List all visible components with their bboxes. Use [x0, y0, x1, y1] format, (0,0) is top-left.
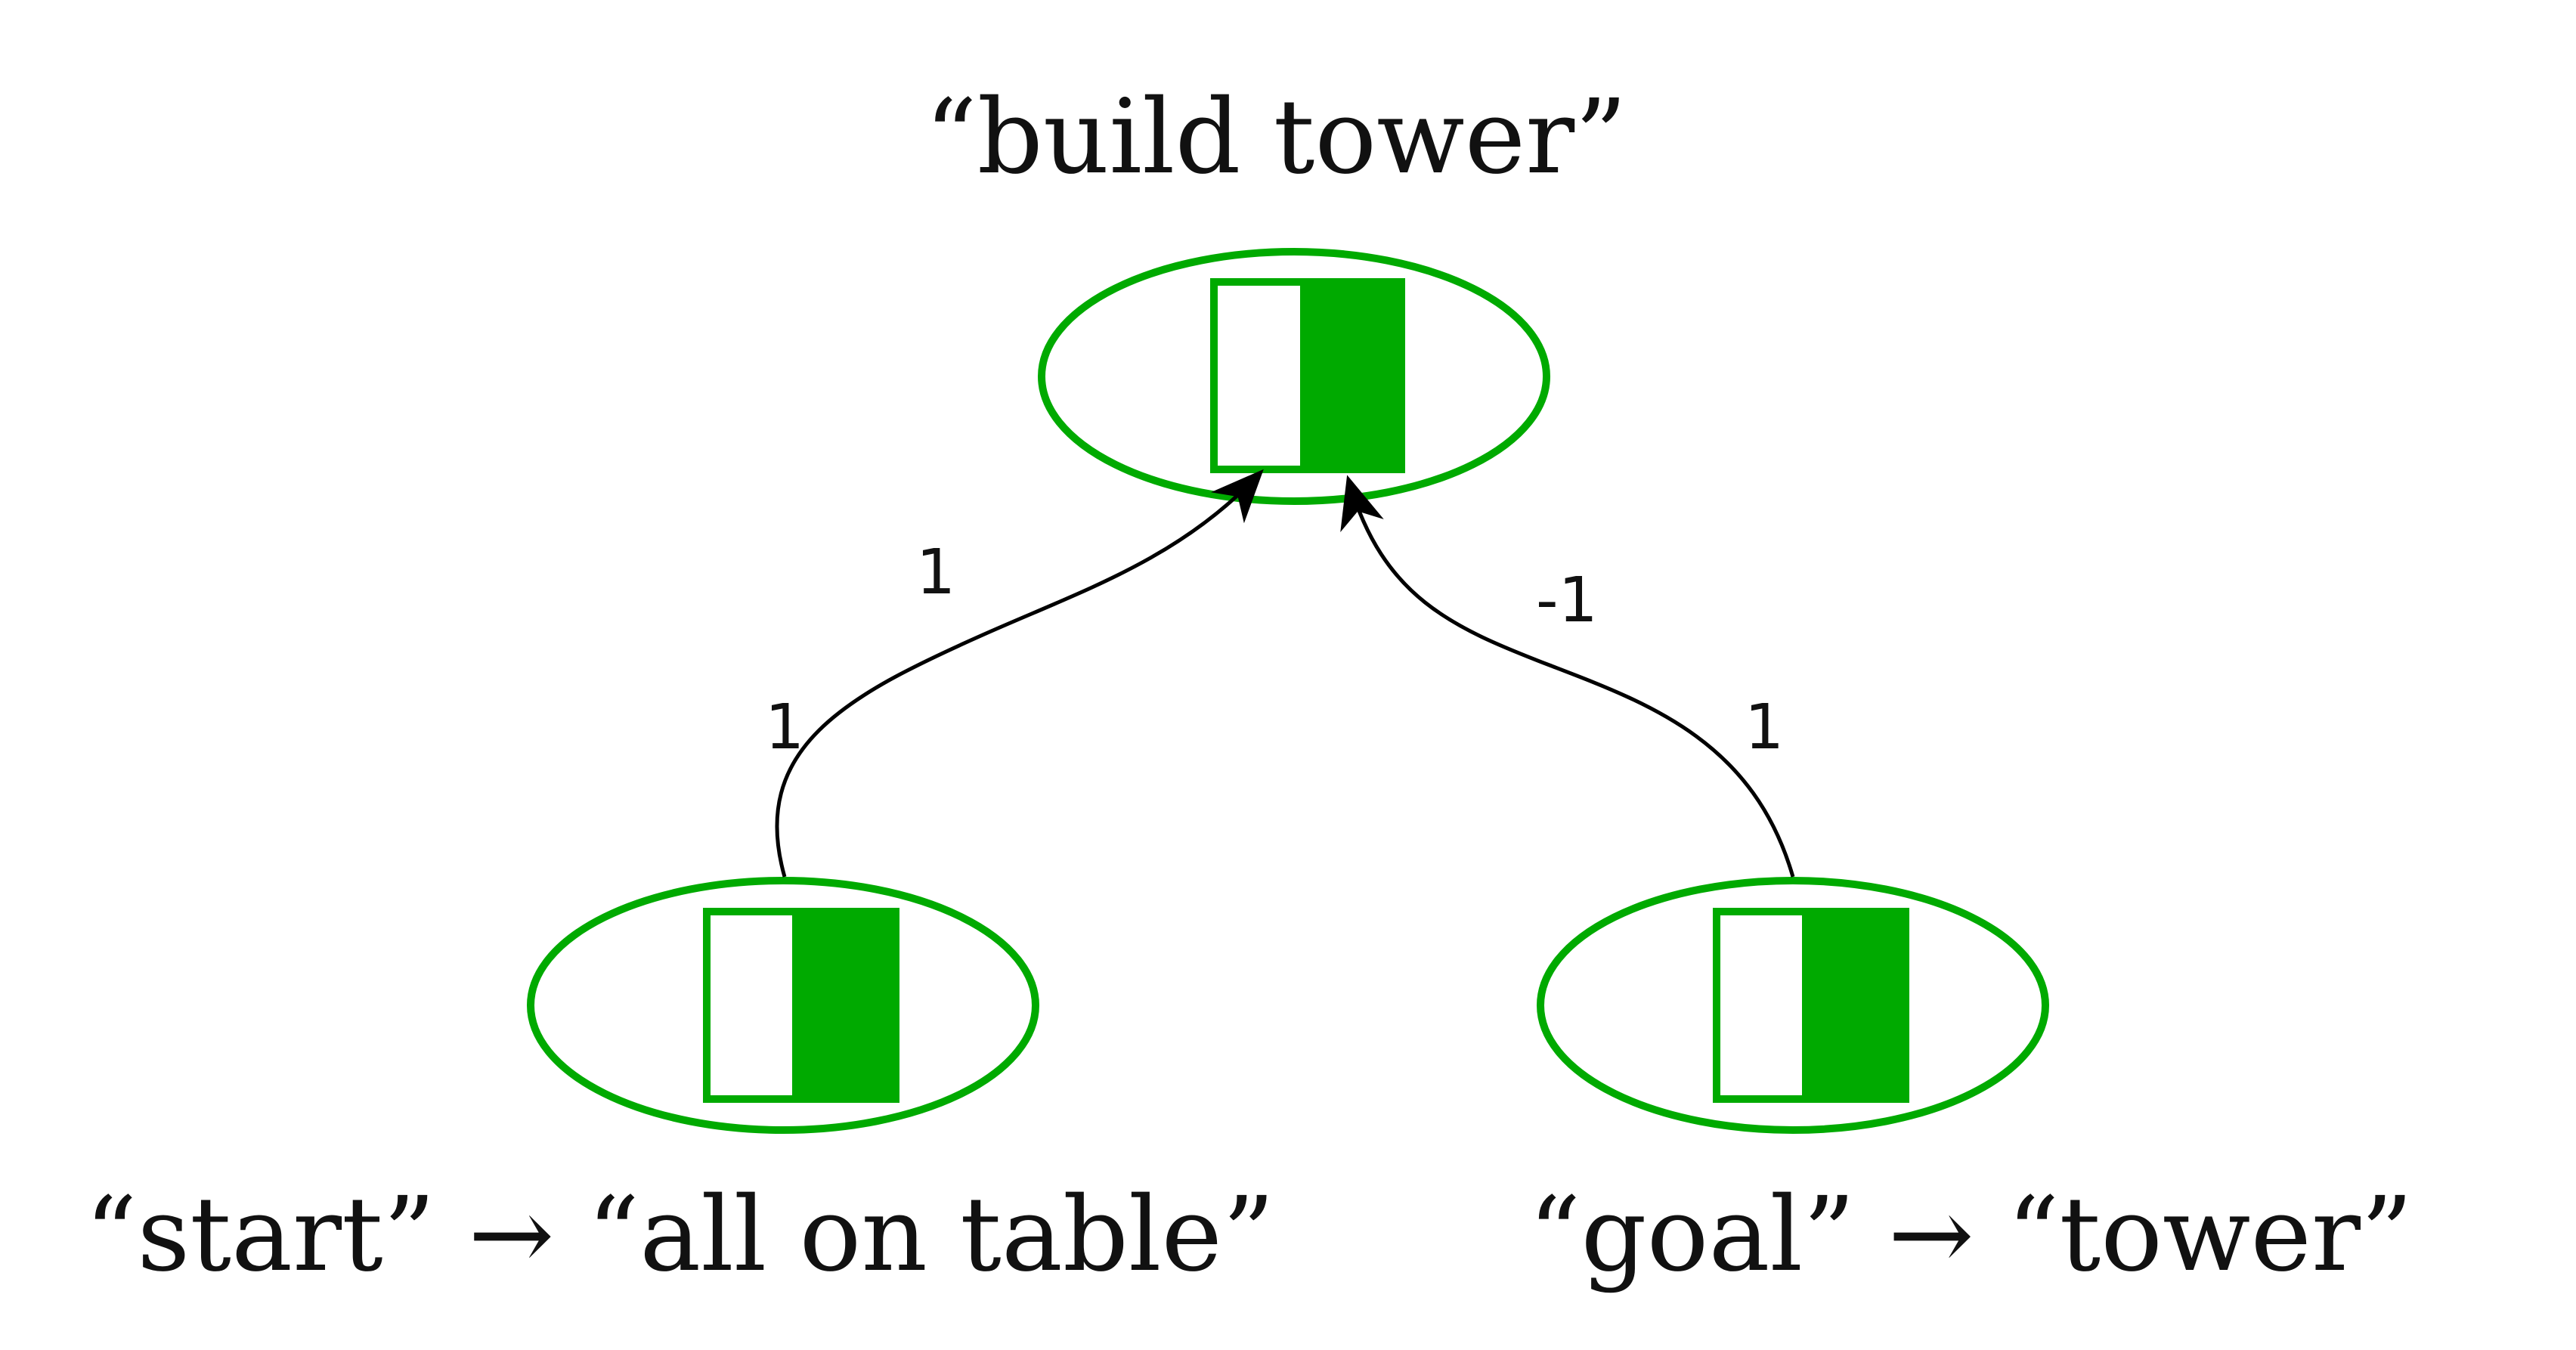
edge-start-target-weight: 1 [916, 537, 955, 608]
node-goal-ellipse [1537, 877, 2049, 1134]
edge-goal-source-weight: 1 [1745, 692, 1784, 763]
edge-start-to-build-tower [775, 469, 1264, 878]
caption-start: “start” → “all on table” [85, 1175, 1275, 1295]
node-build-tower-filled-half [1302, 278, 1405, 473]
edge-goal-to-build-tower [1340, 475, 1795, 878]
node-build-tower-ellipse [1038, 248, 1550, 505]
node-goal-empty-half [1713, 908, 1810, 1103]
node-start-filled-half [794, 908, 899, 1103]
edge-start-source-weight: 1 [765, 692, 804, 763]
node-goal-filled-half [1804, 908, 1909, 1103]
node-goal [1537, 877, 2049, 1134]
caption-goal: “goal” → “tower” [1528, 1175, 2413, 1295]
node-start [527, 877, 1039, 1134]
node-build-tower [1038, 248, 1550, 505]
node-start-empty-half [703, 908, 800, 1103]
edge-goal-target-weight: -1 [1536, 565, 1598, 636]
node-build-tower-empty-half [1210, 278, 1308, 473]
caption-build-tower: “build tower” [924, 78, 1627, 197]
node-start-ellipse [527, 877, 1039, 1134]
